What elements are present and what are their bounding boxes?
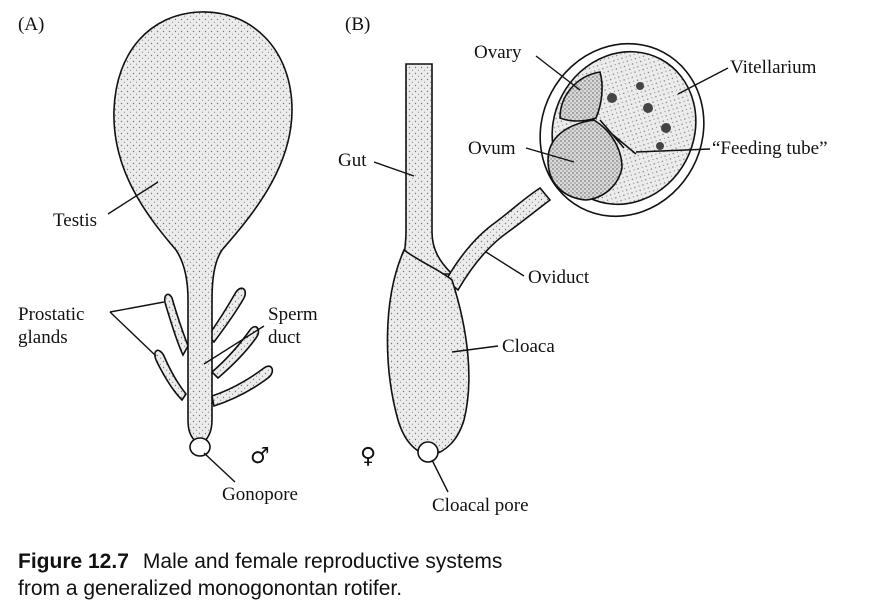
gonopore [189,437,211,457]
label-sperm-duct-2: duct [268,327,301,348]
leader-prostatic-upper [109,301,165,313]
sperm-duct-gland-middle [210,325,260,380]
leader-cloaca [451,345,499,353]
leader-testis [107,181,159,215]
label-feeding-tube: “Feeding tube” [712,138,828,159]
label-prostatic-glands-1: Prostatic [18,304,85,325]
vitellarium-nucleus-5 [656,142,664,150]
leader-ovary [535,55,581,91]
leader-gut [373,161,415,177]
male-reproductive-system [113,11,293,457]
oviduct [444,186,552,292]
panel-label-b: (B) [345,14,370,35]
cloacal-pore [417,441,439,463]
caption-line-1: Figure 12.7 Male and female reproductive … [18,548,858,575]
leader-ovum [525,147,575,163]
female-symbol: ♀ [360,444,376,469]
panel-label-a: (A) [18,14,44,35]
leader-sperm-duct [203,325,265,365]
figure-caption: Figure 12.7 Male and female reproductive … [18,548,858,602]
vitellarium-nucleus-4 [636,82,644,90]
leader-oviduct [485,251,525,277]
ovary [559,71,603,122]
label-testis: Testis [53,210,97,231]
label-sperm-duct-1: Sperm [268,304,318,325]
vitellarium-nucleus-3 [661,123,671,133]
leader-feeding-tube [635,148,711,153]
label-cloacal-pore: Cloacal pore [432,495,529,516]
leader-cloacal-pore [431,459,449,493]
leader-gonopore [203,452,236,483]
leader-vitellarium [677,67,729,95]
label-cloaca: Cloaca [502,336,555,357]
female-reproductive-system [386,42,705,463]
vitellarium-nucleus-1 [607,93,617,103]
label-gut: Gut [338,150,367,171]
male-symbol: ♂ [250,444,270,469]
vitellarium-nucleus-2 [643,103,653,113]
feeding-tube [599,119,637,155]
cloaca [386,248,470,457]
label-ovum: Ovum [468,138,516,159]
label-gonopore: Gonopore [222,484,298,505]
caption-text-line-1: Male and female reproductive systems [142,550,503,573]
prostatic-gland-lower [154,349,187,402]
vitellarium [551,50,697,206]
ovum [547,119,623,201]
leader-prostatic-lower [109,311,157,357]
label-oviduct: Oviduct [528,267,590,288]
gut [402,63,454,275]
label-ovary: Ovary [474,42,522,63]
caption-text-line-2: from a generalized monogonontan rotifer. [18,577,403,600]
sperm-duct-gland-upper [206,287,247,344]
sperm-duct-gland-lower [211,365,274,408]
prostatic-gland-upper [163,293,189,357]
caption-figure-number: Figure 12.7 [18,550,129,573]
label-prostatic-glands-2: glands [18,327,68,348]
label-vitellarium: Vitellarium [730,57,817,78]
